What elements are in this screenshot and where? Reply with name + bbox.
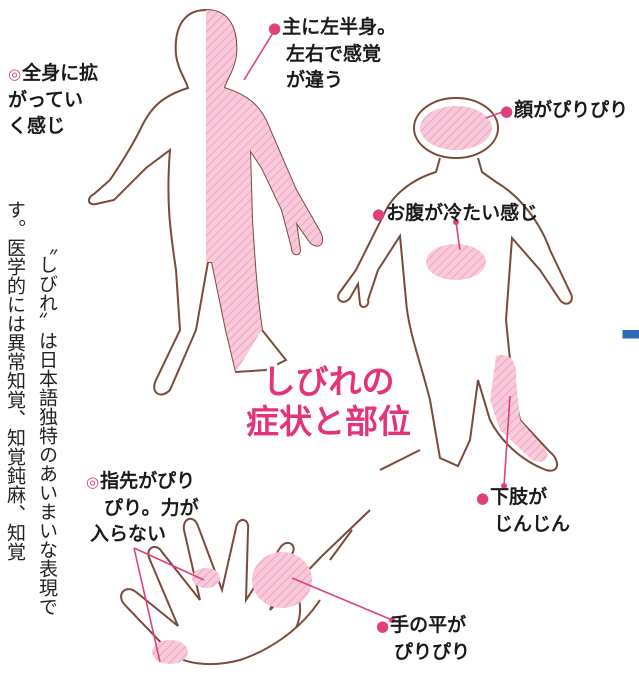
face-shading: [420, 106, 492, 150]
label-line: お腹が冷たい感じ: [386, 202, 539, 224]
label-line: 主に左半身。: [282, 16, 397, 38]
label-legs: ●下肢が じんじん: [476, 484, 570, 537]
figure-title: しびれの 症状と部位: [246, 362, 411, 442]
bullet-icon: ●: [476, 489, 490, 507]
leader-dots: [273, 25, 511, 623]
bullet-icon: ◎: [86, 473, 100, 491]
bullet-icon: ●: [376, 617, 390, 635]
belly-shading: [426, 244, 486, 280]
label-palm: ●手の平が ぴりぴり: [376, 612, 470, 665]
bullet-icon: ●: [372, 205, 386, 223]
fingertip-shading-2: [192, 568, 220, 588]
label-line: く感じ: [8, 115, 66, 137]
fingertip-shading: [152, 640, 188, 664]
body-figure-right: [337, 97, 573, 472]
bullet-icon: ◎: [8, 65, 22, 83]
palm-shading: [252, 552, 312, 608]
label-face: ●顔がぴりぴり: [500, 97, 628, 124]
label-line: がってい: [8, 89, 84, 111]
leader-lines: [133, 27, 511, 663]
label-line: ぴりぴり: [394, 641, 471, 663]
label-left-half: ●主に左半身。 左右で感覚 が違う: [268, 14, 396, 93]
label-line: 下肢が: [490, 486, 548, 508]
article-column-1: 〝しびれ〟は日本語独特のあいまいな表現で: [36, 236, 58, 616]
label-line: 顔がぴりぴり: [514, 99, 629, 121]
label-line: 手の平が: [390, 614, 467, 636]
title-line-1: しびれの: [262, 362, 395, 401]
label-line: が違う: [286, 69, 344, 91]
label-line: 指先がぴり: [100, 470, 196, 492]
bullet-icon: ●: [500, 102, 514, 120]
label-whole-body: ◎全身に拡 がってい く感じ: [8, 60, 98, 139]
article-column-2: す。医学的には異常知覚、知覚鈍麻、知覚: [4, 200, 26, 561]
bullet-icon: ●: [268, 19, 282, 37]
label-fingertips: ◎指先がぴり ぴり。力が 入らない: [86, 468, 199, 547]
label-line: 左右で感覚: [286, 43, 382, 65]
sidebar-heading-fragment: ▌: [622, 330, 639, 347]
label-line: ぴり。力が: [104, 497, 199, 519]
label-belly: ●お腹が冷たい感じ: [372, 200, 538, 227]
label-line: じんじん: [494, 513, 571, 535]
title-line-2: 症状と部位: [246, 402, 411, 441]
left-half-shading: [206, 10, 323, 372]
leg-shading: [490, 355, 548, 462]
label-line: 入らない: [90, 523, 167, 545]
label-line: 全身に拡: [22, 62, 99, 84]
